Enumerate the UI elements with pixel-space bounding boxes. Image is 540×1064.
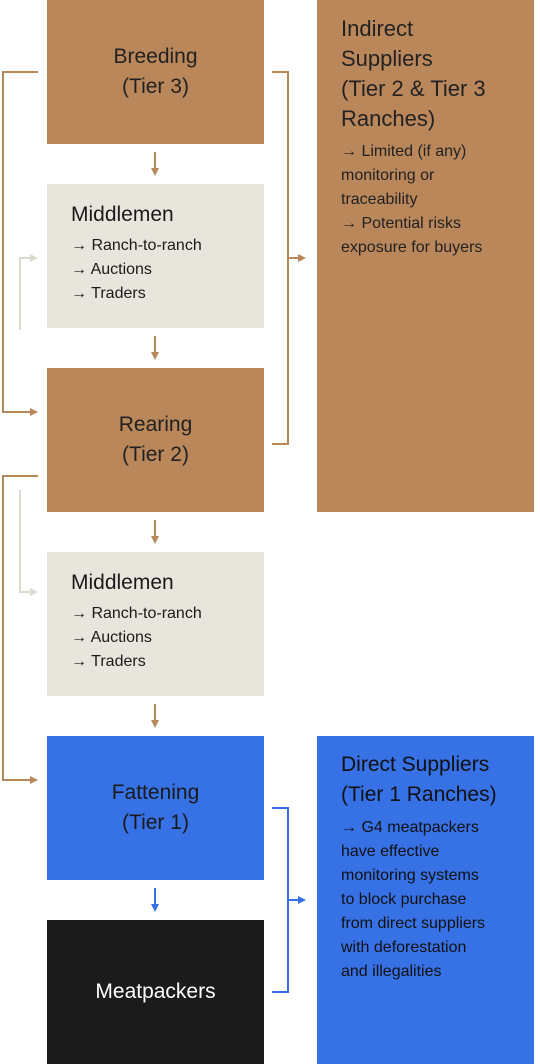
indirect-title-line: (Tier 2 & Tier 3 xyxy=(341,76,486,101)
middlemen-1-list: → Ranch-to-ranch → Auctions → Traders xyxy=(71,234,202,306)
bypass-breeding-to-rearing xyxy=(2,71,38,416)
direct-text-line: to block purchase xyxy=(341,891,467,908)
fattening-label: Fattening xyxy=(111,781,200,804)
middlemen-1-item: → Ranch-to-ranch xyxy=(71,237,202,254)
direct-suppliers-title: Direct Suppliers (Tier 1 Ranches) xyxy=(341,750,520,810)
bracket-indirect xyxy=(272,71,289,445)
indirect-suppliers-title: Indirect Suppliers (Tier 2 & Tier 3 Ranc… xyxy=(341,14,520,134)
bracket-direct xyxy=(272,807,289,993)
middlemen-1-item: → Traders xyxy=(71,285,146,302)
breeding-tier: (Tier 3) xyxy=(122,75,189,98)
indirect-suppliers-text: → Limited (if any) monitoring or traceab… xyxy=(341,140,514,260)
middlemen-2-item: → Auctions xyxy=(71,629,152,646)
middlemen-box-2: Middlemen → Ranch-to-ranch → Auctions → … xyxy=(47,552,264,696)
breeding-box: Breeding (Tier 3) xyxy=(47,0,264,144)
middlemen-box-1: Middlemen → Ranch-to-ranch → Auctions → … xyxy=(47,184,264,328)
direct-text-line: → G4 meatpackers xyxy=(341,819,479,836)
middlemen-1-title: Middlemen xyxy=(71,203,174,226)
middlemen-2-title: Middlemen xyxy=(71,571,174,594)
indirect-title-line: Ranches) xyxy=(341,106,436,131)
direct-title-line: Direct Suppliers xyxy=(341,753,490,776)
direct-suppliers-box: Direct Suppliers (Tier 1 Ranches) → G4 m… xyxy=(317,736,534,1064)
indirect-text-line: → Limited (if any) xyxy=(341,143,467,160)
breeding-label: Breeding xyxy=(113,45,198,68)
light-arrow-middlemen2 xyxy=(19,490,38,596)
direct-text-line: have effective xyxy=(341,843,440,860)
direct-title-line: (Tier 1 Ranches) xyxy=(341,783,497,806)
direct-text-line: monitoring systems xyxy=(341,867,479,884)
bypass-rearing-to-fattening xyxy=(2,475,38,784)
light-arrow-middlemen1 xyxy=(19,254,38,330)
indirect-text-line: → Potential risks xyxy=(341,215,462,232)
indirect-text-line: monitoring or xyxy=(341,167,435,184)
direct-text-line: from direct suppliers xyxy=(341,915,486,932)
indirect-title-line: Suppliers xyxy=(341,46,433,71)
direct-text-line: and illegalities xyxy=(341,963,442,980)
meatpackers-box: Meatpackers xyxy=(47,920,264,1064)
rearing-box: Rearing (Tier 2) xyxy=(47,368,264,512)
direct-text-line: with deforestation xyxy=(341,939,467,956)
rearing-label: Rearing xyxy=(118,413,193,436)
meatpackers-label: Meatpackers xyxy=(95,980,216,1003)
indirect-suppliers-box: Indirect Suppliers (Tier 2 & Tier 3 Ranc… xyxy=(317,0,534,512)
fattening-tier: (Tier 1) xyxy=(122,811,189,834)
indirect-text-line: exposure for buyers xyxy=(341,239,483,256)
fattening-box: Fattening (Tier 1) xyxy=(47,736,264,880)
rearing-tier: (Tier 2) xyxy=(122,443,189,466)
middlemen-2-item: → Ranch-to-ranch xyxy=(71,605,202,622)
middlemen-2-item: → Traders xyxy=(71,653,146,670)
middlemen-1-item: → Auctions xyxy=(71,261,152,278)
indirect-text-line: traceability xyxy=(341,191,418,208)
indirect-title-line: Indirect xyxy=(341,16,414,41)
direct-suppliers-text: → G4 meatpackers have effective monitori… xyxy=(341,816,514,984)
middlemen-2-list: → Ranch-to-ranch → Auctions → Traders xyxy=(71,602,202,674)
